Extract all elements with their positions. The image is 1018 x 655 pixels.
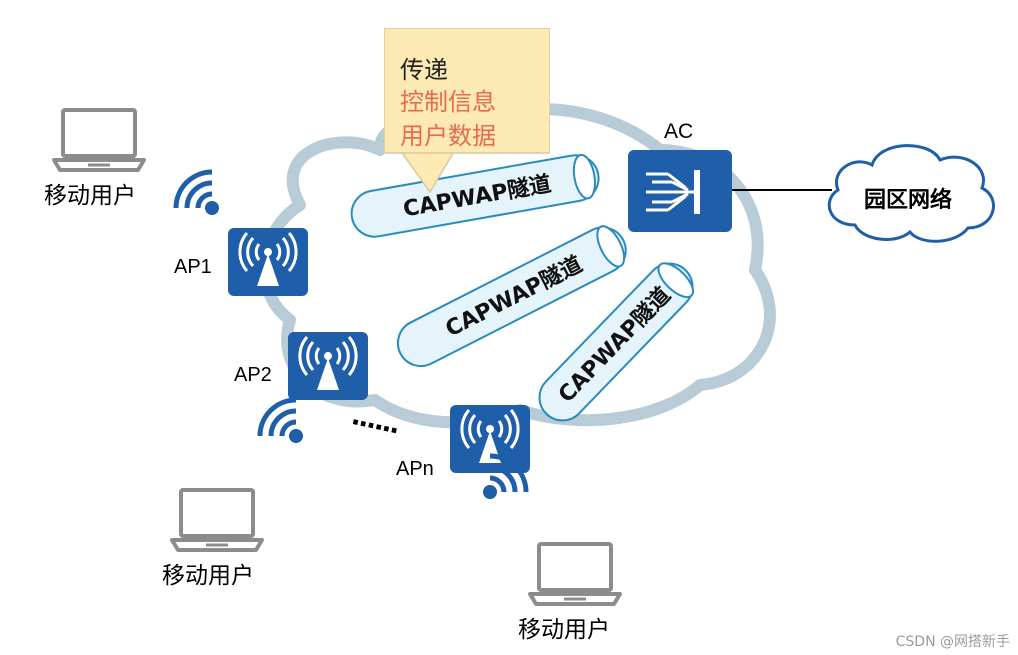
ap2-icon xyxy=(286,330,370,402)
ac-label: AC xyxy=(664,120,694,143)
ap1-icon xyxy=(226,226,310,298)
callout-line-control-info: 控制信息 xyxy=(400,88,496,116)
mobile-user-label-2: 移动用户 xyxy=(162,563,254,589)
cloud-icon xyxy=(827,144,995,243)
tunnel-3-label: CAPWAP隧道 xyxy=(553,282,676,408)
ap2-label: AP2 xyxy=(234,364,272,386)
wifi-signal-icon xyxy=(176,172,219,215)
mobile-user-label-3: 移动用户 xyxy=(518,617,610,643)
laptop-icon xyxy=(170,488,264,552)
laptop-icon xyxy=(528,542,622,606)
campus-network-label: 园区网络 xyxy=(864,188,953,213)
watermark: CSDN @网搭新手 xyxy=(895,634,1010,650)
laptop-icon xyxy=(52,108,146,172)
callout-line-user-data: 用户数据 xyxy=(400,122,496,150)
callout-box: 传递 控制信息 用户数据 xyxy=(384,28,550,168)
ap1-label: AP1 xyxy=(174,256,212,278)
apn-icon xyxy=(448,403,532,475)
ac-switch-icon xyxy=(628,150,732,232)
wifi-signal-icon xyxy=(260,400,303,443)
apn-label: APn xyxy=(396,458,434,480)
callout-line-transmit: 传递 xyxy=(400,56,448,84)
mobile-user-label-1: 移动用户 xyxy=(44,183,136,209)
